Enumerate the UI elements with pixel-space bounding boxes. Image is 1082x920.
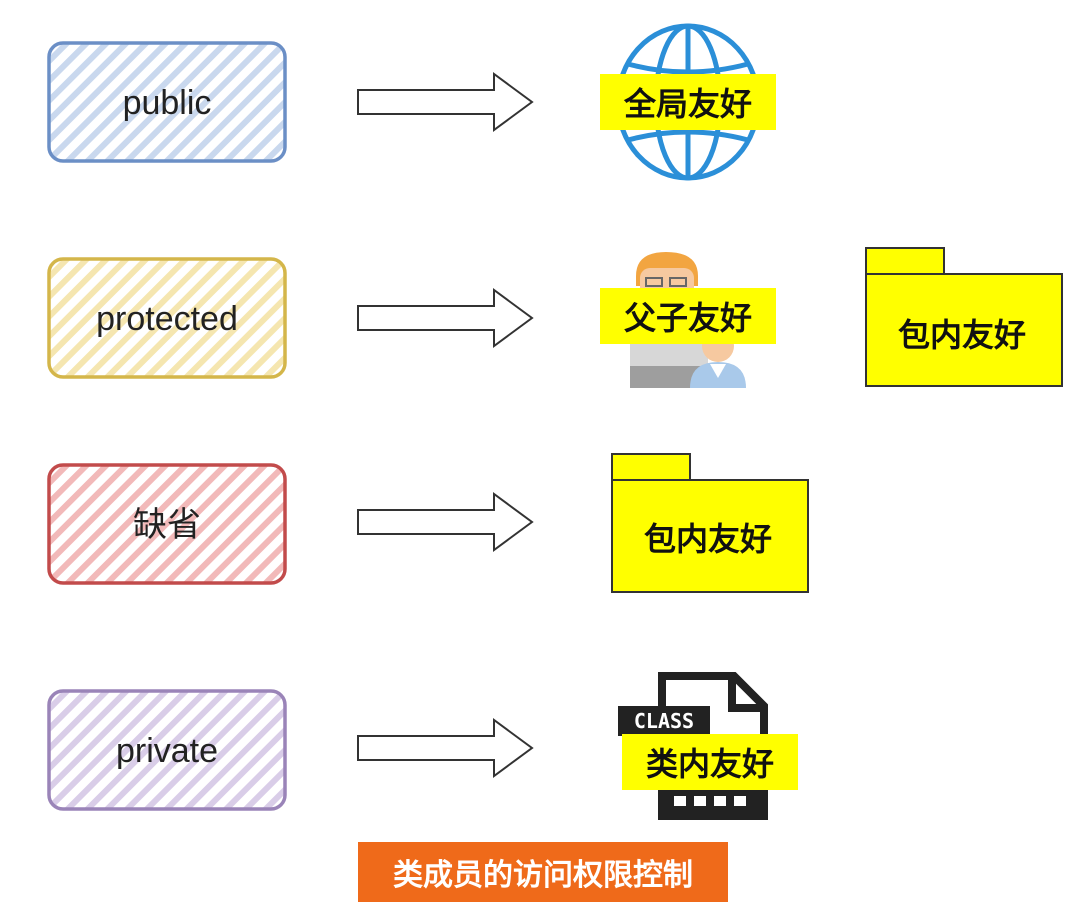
scope-label-package-a: 包内友好 bbox=[898, 316, 1027, 354]
arrow-default bbox=[357, 492, 534, 552]
arrow-public bbox=[357, 72, 534, 132]
modifier-box-public: public bbox=[47, 41, 287, 163]
package-folder-icon-2 bbox=[611, 453, 809, 593]
scope-label-package-b: 包内友好 bbox=[644, 520, 773, 558]
diagram-caption: 类成员的访问权限控制 bbox=[358, 842, 728, 902]
modifier-box-default: 缺省 bbox=[47, 463, 287, 585]
modifier-label-public: public bbox=[123, 84, 212, 122]
arrow-private bbox=[357, 718, 534, 778]
modifier-label-protected: protected bbox=[96, 300, 238, 338]
parent-child-icon bbox=[630, 252, 746, 388]
scope-label-parent-child: 父子友好 bbox=[600, 288, 776, 344]
package-folder-icon bbox=[865, 247, 1063, 387]
modifier-label-default: 缺省 bbox=[133, 506, 201, 544]
modifier-box-protected: protected bbox=[47, 257, 287, 379]
modifier-label-private: private bbox=[116, 732, 218, 770]
scope-label-class-inner: 类内友好 bbox=[622, 734, 798, 790]
modifier-box-private: private bbox=[47, 689, 287, 811]
arrow-protected bbox=[357, 288, 534, 348]
class-icon-label: CLASS bbox=[634, 709, 694, 733]
scope-label-global: 全局友好 bbox=[600, 74, 776, 130]
